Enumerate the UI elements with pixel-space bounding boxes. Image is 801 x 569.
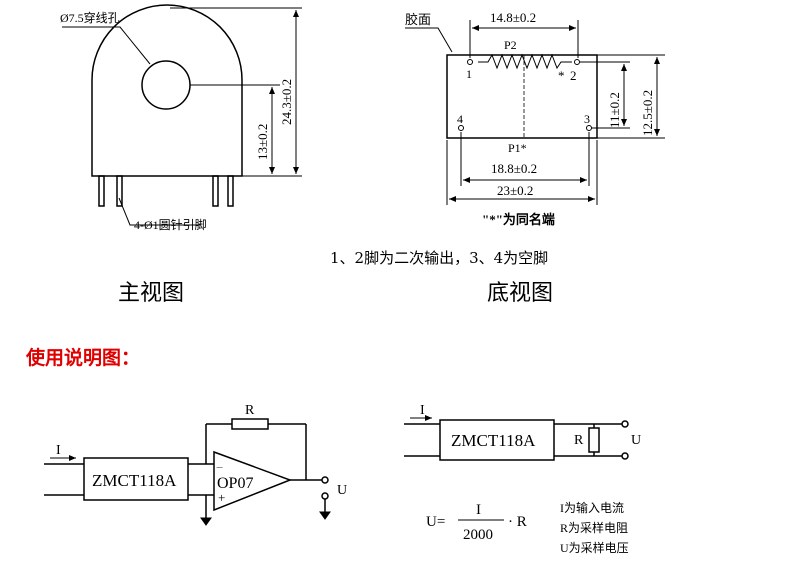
dim-top-label: 14.8±0.2 xyxy=(490,10,536,25)
through-hole xyxy=(141,60,191,110)
pin4-label: 4 xyxy=(457,112,463,126)
legend-i: I为输入电流 xyxy=(560,500,624,515)
pin-hole-2 xyxy=(574,59,580,65)
opamp-triangle xyxy=(213,450,293,512)
c1-opamp-label: OP07 xyxy=(217,475,253,492)
pin-label: 4-Ø1圆针引脚 xyxy=(134,217,207,232)
formula-lhs: U= xyxy=(426,514,445,530)
c1-current-label: I xyxy=(56,443,61,458)
pin-right xyxy=(212,175,219,207)
formula-den: 2000 xyxy=(463,527,493,543)
dim-center-label: 13±0.2 xyxy=(255,124,270,160)
c2-module-label: ZMCT118A xyxy=(451,431,536,450)
feedback-resistor xyxy=(231,418,269,430)
front-view-caption: 主视图 xyxy=(118,281,185,306)
pin-note: 1、2脚为二次输出，3、4为空脚 xyxy=(330,249,549,267)
transformer-body xyxy=(91,4,243,177)
pin1-label: 1 xyxy=(466,67,472,81)
circuit-1 xyxy=(44,418,331,526)
pin3-label: 3 xyxy=(584,112,590,126)
c1-resistor-label: R xyxy=(245,403,255,418)
c2-resistor-label: R xyxy=(574,433,584,448)
c2-current-label: I xyxy=(420,403,425,418)
formula-num: I xyxy=(476,502,481,518)
dim-total-label: 23±0.2 xyxy=(497,183,533,198)
hole-label: Ø7.5穿线孔 xyxy=(60,10,120,25)
same-name-note: "*"为同名端 xyxy=(482,212,555,227)
pin-hole-1 xyxy=(467,59,473,65)
legend-r: R为采样电阻 xyxy=(560,520,628,535)
dim-outer-label: 12.5±0.2 xyxy=(640,90,655,136)
legend-u: U为采样电压 xyxy=(560,540,629,555)
pin-left xyxy=(98,175,105,207)
c1-plus-label: + xyxy=(218,490,225,505)
pin-hole-4 xyxy=(458,125,464,131)
ground-2 xyxy=(319,511,331,520)
coil xyxy=(478,53,572,70)
c1-minus-label: − xyxy=(216,460,223,475)
bottom-view xyxy=(405,20,665,205)
circuit-2 xyxy=(404,415,629,521)
dim-height-label: 24.3±0.2 xyxy=(279,79,294,125)
star-label: * xyxy=(558,68,565,83)
sampling-resistor xyxy=(588,427,600,453)
dim-mid-label: 18.8±0.2 xyxy=(491,161,537,176)
c1-output-label: U xyxy=(337,483,347,498)
front-view xyxy=(62,4,302,226)
pin2-label: 2 xyxy=(570,68,577,83)
ground-1 xyxy=(200,517,212,526)
module-box-2 xyxy=(439,419,555,461)
p2-label: P2 xyxy=(504,38,517,52)
usage-title: 使用说明图： xyxy=(26,347,141,369)
formula-rhs: · R xyxy=(508,514,527,530)
pin-left2 xyxy=(116,175,123,207)
glue-label: 胶面 xyxy=(405,12,431,27)
pin-hole-3 xyxy=(586,125,592,131)
pin-right2 xyxy=(227,175,234,207)
module-box-1 xyxy=(83,457,189,501)
p1-label: P1* xyxy=(508,141,527,155)
c1-module-label: ZMCT118A xyxy=(92,471,177,490)
dim-inner-label: 11±0.2 xyxy=(607,92,622,128)
bottom-view-caption: 底视图 xyxy=(487,281,554,306)
c2-output-label: U xyxy=(631,433,641,448)
